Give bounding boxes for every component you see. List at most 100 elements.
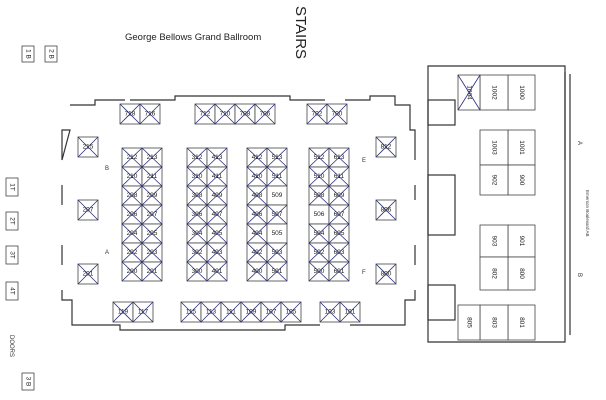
- booth-601[interactable]: 601: [328, 261, 350, 282]
- booth-611[interactable]: 611: [328, 166, 350, 187]
- booth-212[interactable]: 212: [121, 147, 143, 168]
- booth-702[interactable]: 702: [306, 103, 328, 125]
- booth-401[interactable]: 401: [206, 261, 228, 282]
- booth-109[interactable]: 109: [240, 301, 262, 323]
- booth-903[interactable]: 903: [479, 224, 509, 258]
- booth-117[interactable]: 117: [132, 301, 154, 323]
- booth-310[interactable]: 310: [186, 166, 208, 187]
- booth-203[interactable]: 203: [141, 242, 163, 263]
- booth-115[interactable]: 115: [180, 301, 202, 323]
- booth-503[interactable]: 503: [266, 242, 288, 263]
- booth-taken-mark: [328, 223, 350, 244]
- booth-901[interactable]: 901: [507, 224, 536, 258]
- booth-706[interactable]: 706: [254, 103, 276, 125]
- booth-406[interactable]: 406: [246, 204, 268, 225]
- booth-507[interactable]: 507: [266, 204, 288, 225]
- booth-204[interactable]: 204: [121, 223, 143, 244]
- booth-number: 504: [314, 230, 325, 237]
- side-box-3b: 3 B: [21, 372, 35, 391]
- booth-1001[interactable]: 1001: [507, 129, 536, 166]
- booth-806[interactable]: 806: [375, 199, 397, 221]
- booth-105[interactable]: 105: [280, 301, 302, 323]
- booth-700[interactable]: 700: [326, 103, 348, 125]
- booth-801[interactable]: 801: [507, 304, 536, 341]
- booth-201[interactable]: 201: [141, 261, 163, 282]
- booth-207[interactable]: 207: [141, 204, 163, 225]
- booth-207[interactable]: 207: [77, 199, 99, 221]
- booth-803[interactable]: 803: [479, 304, 509, 341]
- booth-812[interactable]: 812: [375, 136, 397, 158]
- booth-605[interactable]: 605: [328, 223, 350, 244]
- booth-101[interactable]: 101: [339, 301, 361, 323]
- booth-208[interactable]: 208: [121, 185, 143, 206]
- booth-506[interactable]: 506: [308, 204, 330, 225]
- booth-403[interactable]: 403: [206, 242, 228, 263]
- booth-511[interactable]: 511: [266, 166, 288, 187]
- booth-201[interactable]: 201: [77, 263, 99, 285]
- booth-500[interactable]: 500: [308, 261, 330, 282]
- booth-215[interactable]: 215: [77, 136, 99, 158]
- booth-505[interactable]: 505: [266, 223, 288, 244]
- booth-308[interactable]: 308: [186, 185, 208, 206]
- booth-211[interactable]: 211: [141, 166, 163, 187]
- booth-205[interactable]: 205: [141, 223, 163, 244]
- booth-202[interactable]: 202: [121, 242, 143, 263]
- booth-1004[interactable]: 1004: [457, 74, 481, 111]
- booth-613[interactable]: 613: [328, 147, 350, 168]
- booth-508[interactable]: 508: [308, 185, 330, 206]
- booth-607[interactable]: 607: [328, 204, 350, 225]
- booth-805[interactable]: 805: [457, 304, 481, 341]
- booth-113[interactable]: 113: [200, 301, 222, 323]
- booth-609[interactable]: 609: [328, 185, 350, 206]
- booth-200[interactable]: 200: [121, 261, 143, 282]
- booth-411[interactable]: 411: [206, 166, 228, 187]
- booth-708[interactable]: 708: [234, 103, 256, 125]
- booth-119[interactable]: 119: [112, 301, 134, 323]
- booth-103[interactable]: 103: [319, 301, 341, 323]
- booth-408[interactable]: 408: [246, 185, 268, 206]
- booth-802[interactable]: 802: [479, 256, 509, 291]
- booth-800[interactable]: 800: [507, 256, 536, 291]
- booth-1000[interactable]: 1000: [507, 74, 536, 111]
- booth-312[interactable]: 312: [186, 147, 208, 168]
- booth-213[interactable]: 213: [141, 147, 163, 168]
- booth-402[interactable]: 402: [246, 242, 268, 263]
- booth-902[interactable]: 902: [479, 164, 509, 196]
- booth-501[interactable]: 501: [266, 261, 288, 282]
- booth-400[interactable]: 400: [246, 261, 268, 282]
- booth-1003[interactable]: 1003: [479, 129, 509, 166]
- booth-718[interactable]: 718: [119, 103, 141, 125]
- booth-509[interactable]: 509: [266, 185, 288, 206]
- booth-405[interactable]: 405: [206, 223, 228, 244]
- booth-603[interactable]: 603: [328, 242, 350, 263]
- booth-502[interactable]: 502: [308, 242, 330, 263]
- booth-taken-mark: [266, 261, 288, 282]
- booth-712[interactable]: 712: [194, 103, 216, 125]
- booth-410[interactable]: 410: [246, 166, 268, 187]
- booth-300[interactable]: 300: [186, 261, 208, 282]
- booth-409[interactable]: 409: [206, 185, 228, 206]
- booth-800[interactable]: 800: [375, 263, 397, 285]
- booth-302[interactable]: 302: [186, 242, 208, 263]
- booth-206[interactable]: 206: [121, 204, 143, 225]
- booth-number: 201: [83, 271, 94, 278]
- booth-111[interactable]: 111: [220, 301, 242, 323]
- booth-210[interactable]: 210: [121, 166, 143, 187]
- booth-107[interactable]: 107: [260, 301, 282, 323]
- booth-304[interactable]: 304: [186, 223, 208, 244]
- booth-407[interactable]: 407: [206, 204, 228, 225]
- booth-504[interactable]: 504: [308, 223, 330, 244]
- booth-209[interactable]: 209: [141, 185, 163, 206]
- booth-412[interactable]: 412: [246, 147, 268, 168]
- side-box-2t: 2T: [5, 211, 19, 231]
- booth-513[interactable]: 513: [266, 147, 288, 168]
- booth-510[interactable]: 510: [308, 166, 330, 187]
- booth-1002[interactable]: 1002: [479, 74, 509, 111]
- booth-512[interactable]: 512: [308, 147, 330, 168]
- booth-710[interactable]: 710: [214, 103, 236, 125]
- booth-716[interactable]: 716: [139, 103, 161, 125]
- booth-404[interactable]: 404: [246, 223, 268, 244]
- booth-306[interactable]: 306: [186, 204, 208, 225]
- booth-413[interactable]: 413: [206, 147, 228, 168]
- booth-900[interactable]: 900: [507, 164, 536, 196]
